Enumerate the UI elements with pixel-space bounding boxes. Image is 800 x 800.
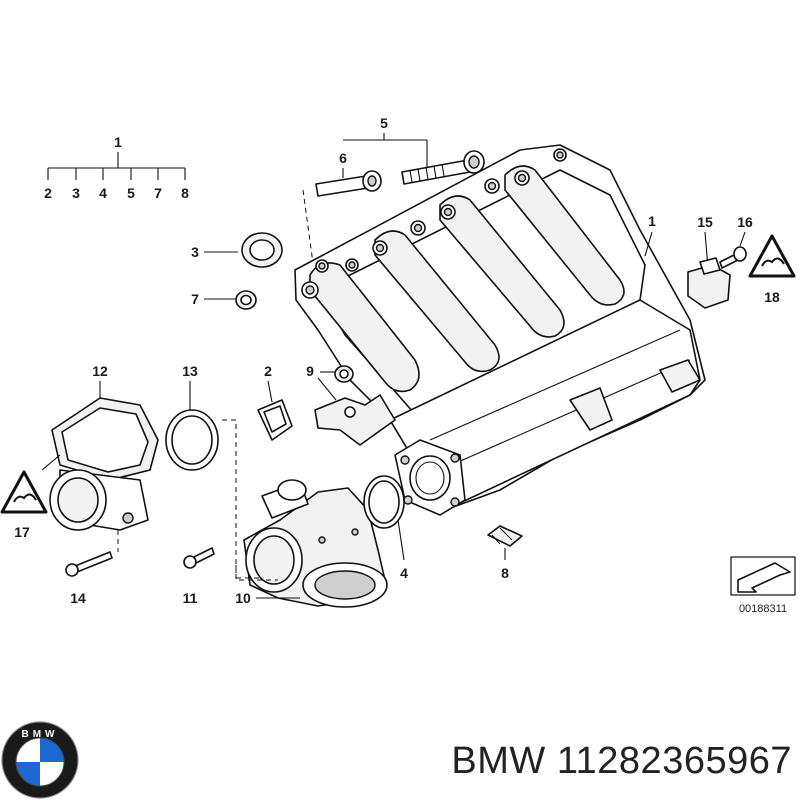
gasket-13: 13 [165, 363, 237, 578]
manifold-flange [394, 439, 466, 516]
clip-8: 8 [487, 525, 523, 581]
callout-1: 1 [648, 213, 656, 229]
callout-7: 7 [191, 291, 199, 307]
callout-16: 16 [737, 214, 753, 230]
callout-8: 8 [501, 565, 509, 581]
warning-triangle-17-icon [0, 470, 48, 514]
bmw-logo: BMW [1, 721, 79, 799]
screw-14: 14 [65, 530, 119, 606]
callout-18: 18 [764, 289, 780, 305]
callout-kit-7: 7 [154, 185, 162, 201]
screw-16-icon [719, 246, 747, 269]
arrow-icon [737, 562, 791, 593]
callout-kit-1: 1 [114, 134, 122, 150]
part-caption: BMW 11282365967 [382, 740, 792, 783]
sensor-15-icon [687, 257, 731, 309]
diagram-code: 00188311 [739, 603, 787, 615]
bolt-5-icon [401, 150, 485, 185]
callout-11: 11 [183, 590, 198, 606]
intake-manifold-1: 1 [294, 144, 706, 516]
callout-17: 17 [14, 524, 30, 540]
svg-text:BMW: BMW [22, 729, 59, 740]
callout-14: 14 [70, 590, 86, 606]
bolts-group: 5 6 [302, 115, 485, 301]
throttle-housing-10: 10 [235, 479, 388, 608]
caption-brand: BMW [451, 740, 546, 782]
callout-2: 2 [264, 363, 272, 379]
callout-10: 10 [235, 590, 251, 606]
callout-kit-5: 5 [127, 185, 135, 201]
sensor-group: 15 16 18 [687, 214, 796, 309]
callout-9: 9 [306, 363, 314, 379]
warning-triangle-18-icon [748, 234, 796, 278]
callout-kit-3: 3 [72, 185, 80, 201]
nut-9: 9 [306, 363, 354, 401]
callout-13: 13 [182, 363, 198, 379]
callout-4: 4 [400, 565, 408, 581]
callout-3: 3 [191, 244, 199, 260]
caption-part-number: 11282365967 [556, 740, 792, 782]
sleeve-3: 3 [191, 232, 283, 268]
callout-15: 15 [697, 214, 713, 230]
diagram-code-box: 00188311 [730, 556, 796, 615]
gasket-2: 2 [257, 363, 293, 441]
air-mass-meter-12: 12 [41, 363, 159, 531]
callout-kit-2: 2 [44, 185, 52, 201]
sleeve-7: 7 [191, 290, 257, 310]
callout-kit-4: 4 [99, 185, 107, 201]
bolt-6-icon [315, 170, 382, 197]
callout-tree-kit: 1 2 3 4 5 7 8 [44, 134, 189, 201]
screw-11: 11 [183, 547, 215, 606]
callout-kit-8: 8 [181, 185, 189, 201]
callout-12: 12 [92, 363, 108, 379]
callout-5: 5 [380, 115, 388, 131]
o-ring-4: 4 [363, 475, 408, 581]
callout-6: 6 [339, 150, 347, 166]
